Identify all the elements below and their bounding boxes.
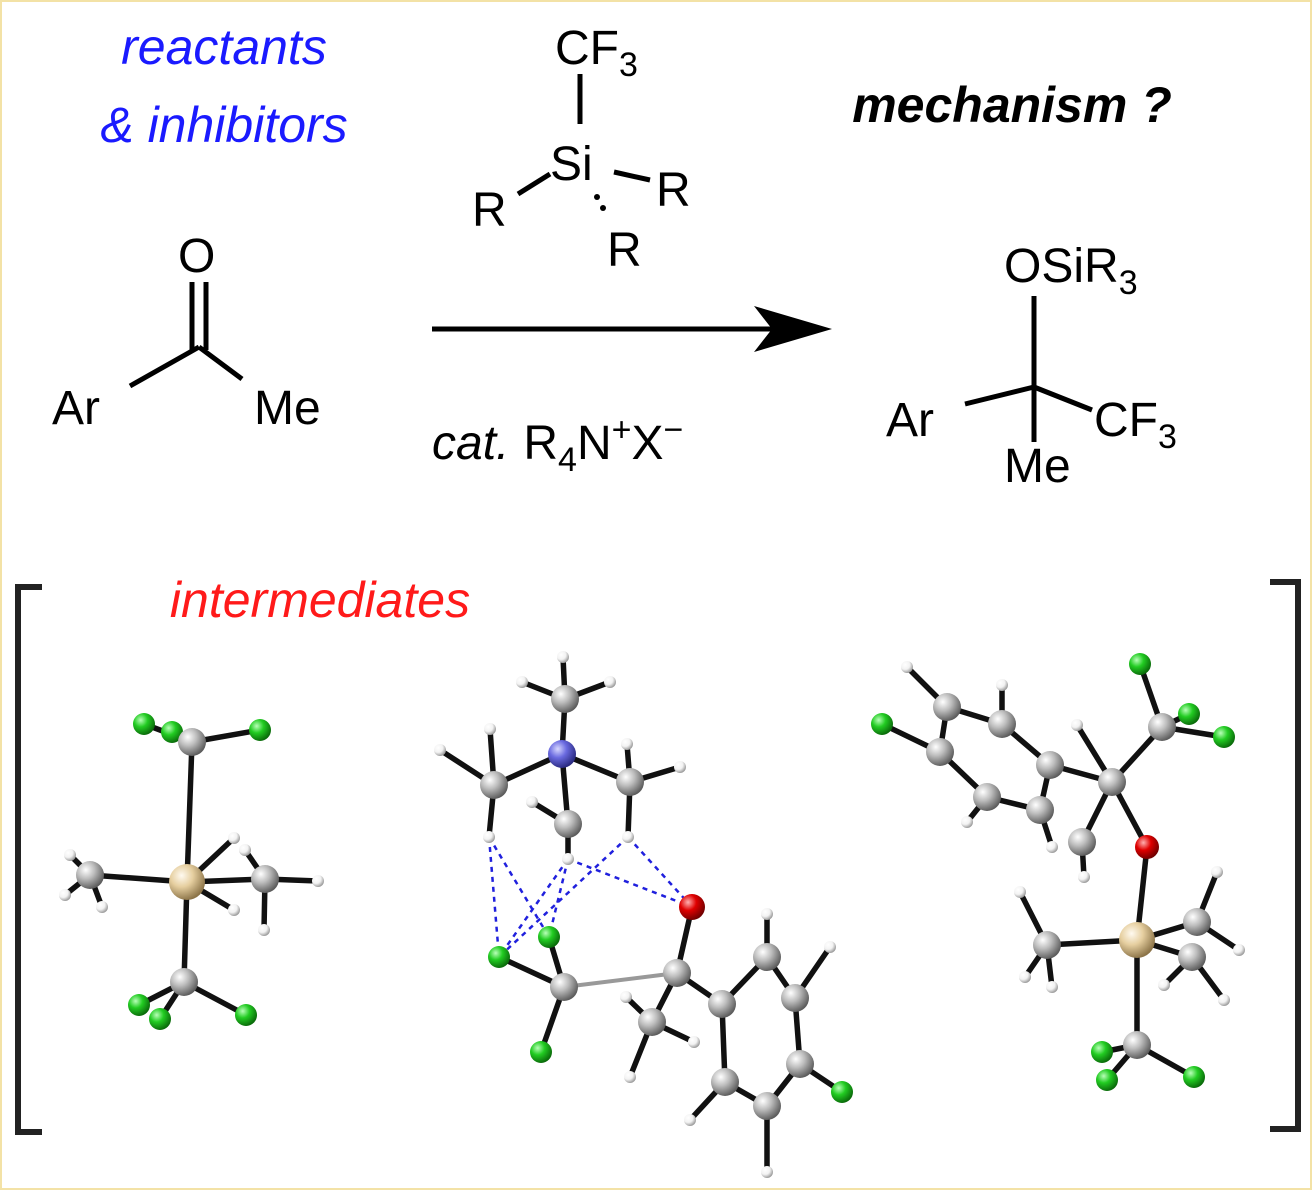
product-me: Me [1004,440,1071,493]
bonds [437,654,845,1175]
atoms [434,651,853,1178]
mechanism-question: mechanism ? [852,77,1172,133]
cat-x-sup: − [664,411,684,449]
atoms [59,713,324,1030]
bond-si-r-left [516,171,552,197]
svg-text:CF3: CF3 [555,22,638,84]
reagent-r-bottom: R [607,224,642,277]
bond-si-r-right [613,169,651,183]
forming-c-c-bond [563,971,678,989]
reagent-cf3-sub: 3 [619,46,638,84]
intermediate-silyl-ether-model [871,653,1245,1091]
ketone-ar: Ar [52,382,100,435]
left-bracket [15,584,42,1135]
atoms [871,653,1245,1091]
bond-c-ar [128,344,201,389]
product-cf3-sub: 3 [1158,418,1177,456]
cat-r-sub: 4 [558,441,577,479]
ketone-me: Me [254,382,321,435]
cat-r: R [523,417,558,470]
bond-c-cf3 [1033,384,1093,413]
cat-n-sup: + [612,411,632,449]
reactants-label: reactants [121,19,327,75]
cat-n: N [577,417,612,470]
intermediate-siliconate-model [59,713,324,1030]
svg-text:OSiR3: OSiR3 [1004,240,1138,302]
bond-c-me [197,344,244,382]
cat-x: X [632,417,664,470]
catalyst-condition: cat. R4N+X− [432,411,683,479]
inhibitors-label: & inhibitors [100,97,347,153]
right-bracket [1270,579,1301,1132]
product-cf3: CF [1094,394,1158,447]
silane-reagent: CF3 Si R R R [472,22,691,277]
silyl-ether-product: OSiR3 Ar CF3 Me [886,240,1177,493]
intermediates-label: intermediates [170,572,470,628]
reagent-r-left: R [472,184,507,237]
reagent-si: Si [550,138,593,191]
hash-bond-dot [594,194,600,200]
svg-text:CF3: CF3 [1094,394,1177,456]
bonds [879,661,1242,1083]
ketone-reactant: O Ar Me [52,230,321,435]
product-ar: Ar [886,394,934,447]
product-osir-sub: 3 [1119,264,1138,302]
reaction-arrow-head [754,306,832,352]
hydrogen-bond-contacts [487,836,693,958]
hash-bond-dot [600,205,606,211]
intermediate-transition-state-model [434,651,853,1178]
cat-abbrev: cat. [432,417,509,470]
product-osir: OSiR [1004,240,1119,293]
reagent-cf3: CF [555,22,619,75]
reagent-r-right: R [656,164,691,217]
bond-c-ar [964,384,1035,407]
ketone-o: O [178,230,215,283]
